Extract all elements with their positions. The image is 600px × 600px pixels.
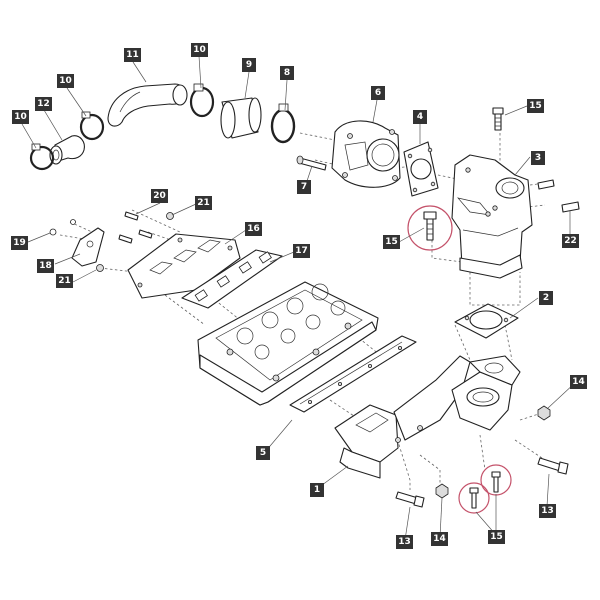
callout-10-left: 10 xyxy=(12,110,29,124)
callout-5-text: 5 xyxy=(260,448,266,458)
callout-10-left-text: 10 xyxy=(14,112,27,122)
callout-9-text: 9 xyxy=(246,60,252,70)
callout-14-bottom-text: 14 xyxy=(433,534,446,544)
studs-20 xyxy=(118,211,153,244)
callout-15-mid: 15 xyxy=(383,235,400,249)
leader-lines xyxy=(21,55,577,541)
callout-2: 2 xyxy=(539,291,553,305)
bolt-15-bottom-left xyxy=(458,482,490,514)
callout-21-top: 21 xyxy=(195,196,212,210)
callout-10-right: 10 xyxy=(191,43,208,57)
callout-11: 11 xyxy=(124,48,141,62)
callout-12: 12 xyxy=(35,97,52,111)
bolt-15-mid xyxy=(407,205,453,251)
mounting-bracket xyxy=(334,355,521,479)
callout-14-right: 14 xyxy=(570,375,587,389)
callout-20-text: 20 xyxy=(153,191,166,201)
nut-21-top xyxy=(166,212,174,220)
callout-10-mid: 10 xyxy=(57,74,74,88)
bolt-15-top xyxy=(492,107,504,131)
callout-17-text: 17 xyxy=(295,246,308,256)
callout-2-text: 2 xyxy=(543,293,549,303)
callout-10-right-text: 10 xyxy=(193,45,206,55)
callout-22-text: 22 xyxy=(564,236,577,246)
cylinder-head xyxy=(197,281,379,406)
callout-4: 4 xyxy=(413,110,427,124)
callout-15-top: 15 xyxy=(527,99,544,113)
callout-15-bottom: 15 xyxy=(488,530,505,544)
callout-1: 1 xyxy=(310,483,324,497)
callout-6: 6 xyxy=(371,86,385,100)
callout-7: 7 xyxy=(297,180,311,194)
callout-12-text: 12 xyxy=(37,99,50,109)
callout-3: 3 xyxy=(531,151,545,165)
manifold-gasket xyxy=(181,249,283,309)
callout-20: 20 xyxy=(151,189,168,203)
callout-8: 8 xyxy=(280,66,294,80)
callout-21-bottom: 21 xyxy=(56,274,73,288)
callout-19-text: 19 xyxy=(13,238,26,248)
callout-8-text: 8 xyxy=(284,68,290,78)
nut-21-bottom xyxy=(96,264,104,272)
hose-clamp-right xyxy=(189,83,215,118)
bolt-7 xyxy=(296,155,327,171)
callout-15-bottom-text: 15 xyxy=(490,532,503,542)
callout-17: 17 xyxy=(293,244,310,258)
callout-21-top-text: 21 xyxy=(197,198,210,208)
callout-14-right-text: 14 xyxy=(572,377,585,387)
callout-13-bottom-text: 13 xyxy=(398,537,411,547)
head-gasket xyxy=(289,335,417,413)
hose-clamp-left xyxy=(29,143,55,171)
bolt-15-bottom-right xyxy=(480,464,512,496)
callout-18-text: 18 xyxy=(39,261,52,271)
callout-16: 16 xyxy=(245,222,262,236)
callout-19: 19 xyxy=(11,236,28,250)
studs-22 xyxy=(537,179,580,213)
intake-manifold xyxy=(127,233,241,299)
callout-14-bottom: 14 xyxy=(431,532,448,546)
hose-clamp-mid xyxy=(79,111,105,141)
nut-14-right xyxy=(537,405,551,421)
callout-13-right-text: 13 xyxy=(541,506,554,516)
nut-14-bottom xyxy=(435,483,449,499)
gasket-4 xyxy=(403,141,439,197)
clamp-large xyxy=(270,103,296,144)
hose xyxy=(107,83,188,127)
bolt-13-bottom xyxy=(395,491,425,508)
callout-3-text: 3 xyxy=(535,153,541,163)
callout-13-right: 13 xyxy=(539,504,556,518)
sleeve xyxy=(220,97,262,139)
callout-4-text: 4 xyxy=(417,112,423,122)
callout-10-mid-text: 10 xyxy=(59,76,72,86)
callout-7-text: 7 xyxy=(301,182,307,192)
callout-22: 22 xyxy=(562,234,579,248)
callout-18: 18 xyxy=(37,259,54,273)
callout-5: 5 xyxy=(256,446,270,460)
callout-1-text: 1 xyxy=(314,485,320,495)
callout-6-text: 6 xyxy=(375,88,381,98)
bolt-13-right xyxy=(537,457,569,475)
callout-16-text: 16 xyxy=(247,224,260,234)
bracket-18 xyxy=(71,227,105,267)
callout-15-top-text: 15 xyxy=(529,101,542,111)
callout-15-mid-text: 15 xyxy=(385,237,398,247)
gasket-2 xyxy=(454,303,519,339)
hose-piece xyxy=(49,135,85,165)
throttle-body xyxy=(331,120,401,188)
callout-11-text: 11 xyxy=(126,50,139,60)
callout-21-bottom-text: 21 xyxy=(58,276,71,286)
washer-19 xyxy=(49,219,76,236)
callout-9: 9 xyxy=(242,58,256,72)
callout-13-bottom: 13 xyxy=(396,535,413,549)
elbow-housing xyxy=(451,154,533,279)
